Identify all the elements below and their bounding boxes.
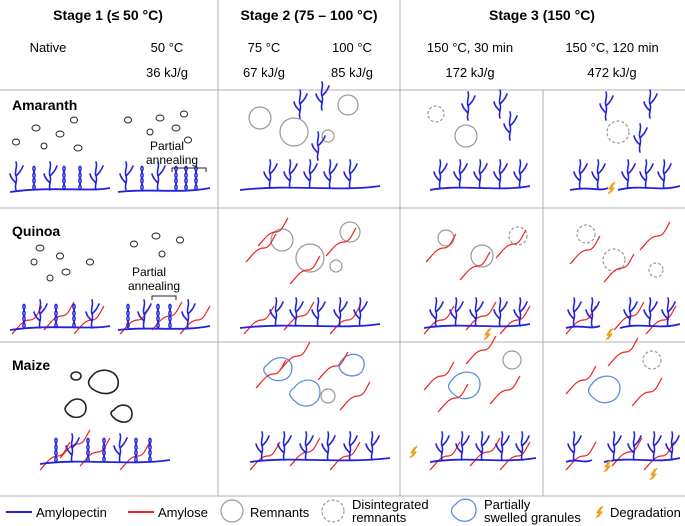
quinoa-150c-30min [423,226,531,341]
swelled-swatch [450,498,477,522]
legend-remnants: Remnants [250,505,310,520]
energy-150c-120min: 472 kJ/g [587,65,636,80]
energy-100c: 85 kJ/g [331,65,373,80]
amaranth-native-structure [9,161,111,193]
legend-swelled-1: Partially [484,497,531,512]
legend: Amylopectin Amylose Remnants Disintegrat… [6,497,681,525]
quinoa-stage2 [239,217,381,335]
amaranth-150c-30min [427,89,531,191]
stage-2-title: Stage 2 (75 – 100 °C) [240,7,377,23]
energy-75c: 67 kJ/g [243,65,285,80]
amaranth-150c-120min [569,89,681,195]
quinoa-annealing-label-1: Partial [132,265,166,279]
maize-150c-120min [565,337,681,481]
amaranth-50c-granules [124,110,192,144]
amaranth-annealing-label-2: annealing [146,153,198,167]
quinoa-50c-structure [117,295,211,335]
quinoa-native-granules [30,244,94,282]
quinoa-annealing-label-2: annealing [128,279,180,293]
maize-stage2 [249,341,391,471]
amaranth-stage2-chains [239,81,381,191]
row-label-amaranth: Amaranth [12,97,77,113]
condition-150c-120min: 150 °C, 120 min [565,40,658,55]
quinoa-native-structure [9,299,111,335]
quinoa-150c-120min [565,221,681,341]
condition-150c-30min: 150 °C, 30 min [427,40,513,55]
remnants-swatch [220,499,244,523]
row-label-quinoa: Quinoa [12,223,60,239]
maize-native-granules [64,369,133,423]
degradation-icon [595,505,604,519]
amaranth-50c-structure [117,161,211,193]
condition-50c: 50 °C [151,40,184,55]
energy-50c: 36 kJ/g [146,65,188,80]
amaranth-stage2-remnants [248,94,359,147]
maize-native-structure [39,429,171,471]
legend-disintegrated-2: remnants [352,510,407,525]
legend-degradation: Degradation [610,505,681,520]
amaranth-native-granules [12,116,83,152]
disintegrated-swatch [321,499,345,523]
amaranth-annealing-label-1: Partial [150,139,184,153]
maize-150c-30min [409,335,537,471]
legend-disintegrated-1: Disintegrated [352,497,429,512]
legend-swelled-2: swelled granules [484,510,581,525]
grid-lines [0,0,685,497]
condition-75c: 75 °C [248,40,281,55]
stage-1-title: Stage 1 (≤ 50 °C) [53,7,163,23]
legend-amylopectin: Amylopectin [36,505,107,520]
energy-150c-30min: 172 kJ/g [445,65,494,80]
quinoa-50c-granules [130,232,184,258]
condition-100c: 100 °C [332,40,372,55]
stage-3-title: Stage 3 (150 °C) [489,7,595,23]
row-label-maize: Maize [12,357,50,373]
condition-native: Native [30,40,67,55]
legend-amylose: Amylose [158,505,208,520]
